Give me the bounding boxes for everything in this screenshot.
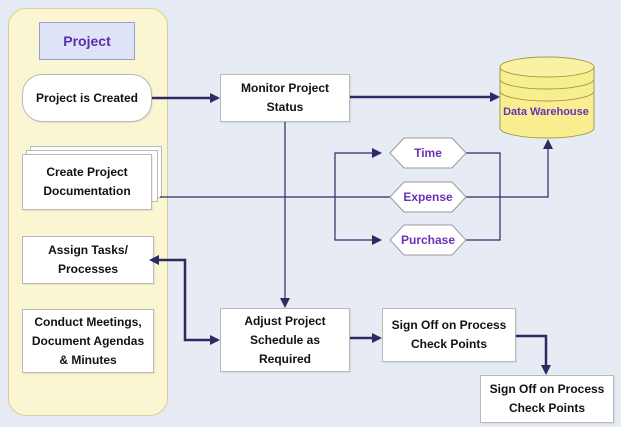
arrow-signoff-to-signoff2 — [516, 334, 551, 375]
project-created-node[interactable]: Project is Created — [22, 74, 152, 122]
line-bracket-right — [466, 152, 501, 241]
signoff-node[interactable]: Sign Off on Process Check Points — [382, 308, 516, 362]
project-title: Project — [39, 22, 135, 60]
signoff-node-final[interactable]: Sign Off on Process Check Points — [480, 375, 614, 423]
data-warehouse-cylinder — [499, 56, 595, 139]
assign-tasks-node[interactable]: Assign Tasks/ Processes — [22, 236, 154, 284]
monitor-status-node[interactable]: Monitor Project Status — [220, 74, 350, 122]
purchase-label[interactable]: Purchase — [400, 233, 456, 247]
create-documentation-node[interactable]: Create Project Documentation — [22, 154, 152, 210]
conduct-meetings-node[interactable]: Conduct Meetings, Document Agendas & Min… — [22, 309, 154, 373]
purchase-hexagon — [389, 224, 467, 256]
line-documentation-to-warehouse — [160, 139, 553, 198]
data-warehouse-label: Data Warehouse — [503, 106, 589, 118]
time-hexagon — [389, 137, 467, 169]
time-label[interactable]: Time — [414, 146, 442, 160]
expense-label[interactable]: Expense — [403, 190, 453, 204]
arrow-assign-adjust — [149, 255, 220, 345]
expense-hexagon — [389, 181, 467, 213]
line-bracket-left-bottom — [334, 197, 382, 245]
line-bracket-left — [334, 148, 382, 197]
adjust-schedule-node[interactable]: Adjust Project Schedule as Required — [220, 308, 350, 372]
